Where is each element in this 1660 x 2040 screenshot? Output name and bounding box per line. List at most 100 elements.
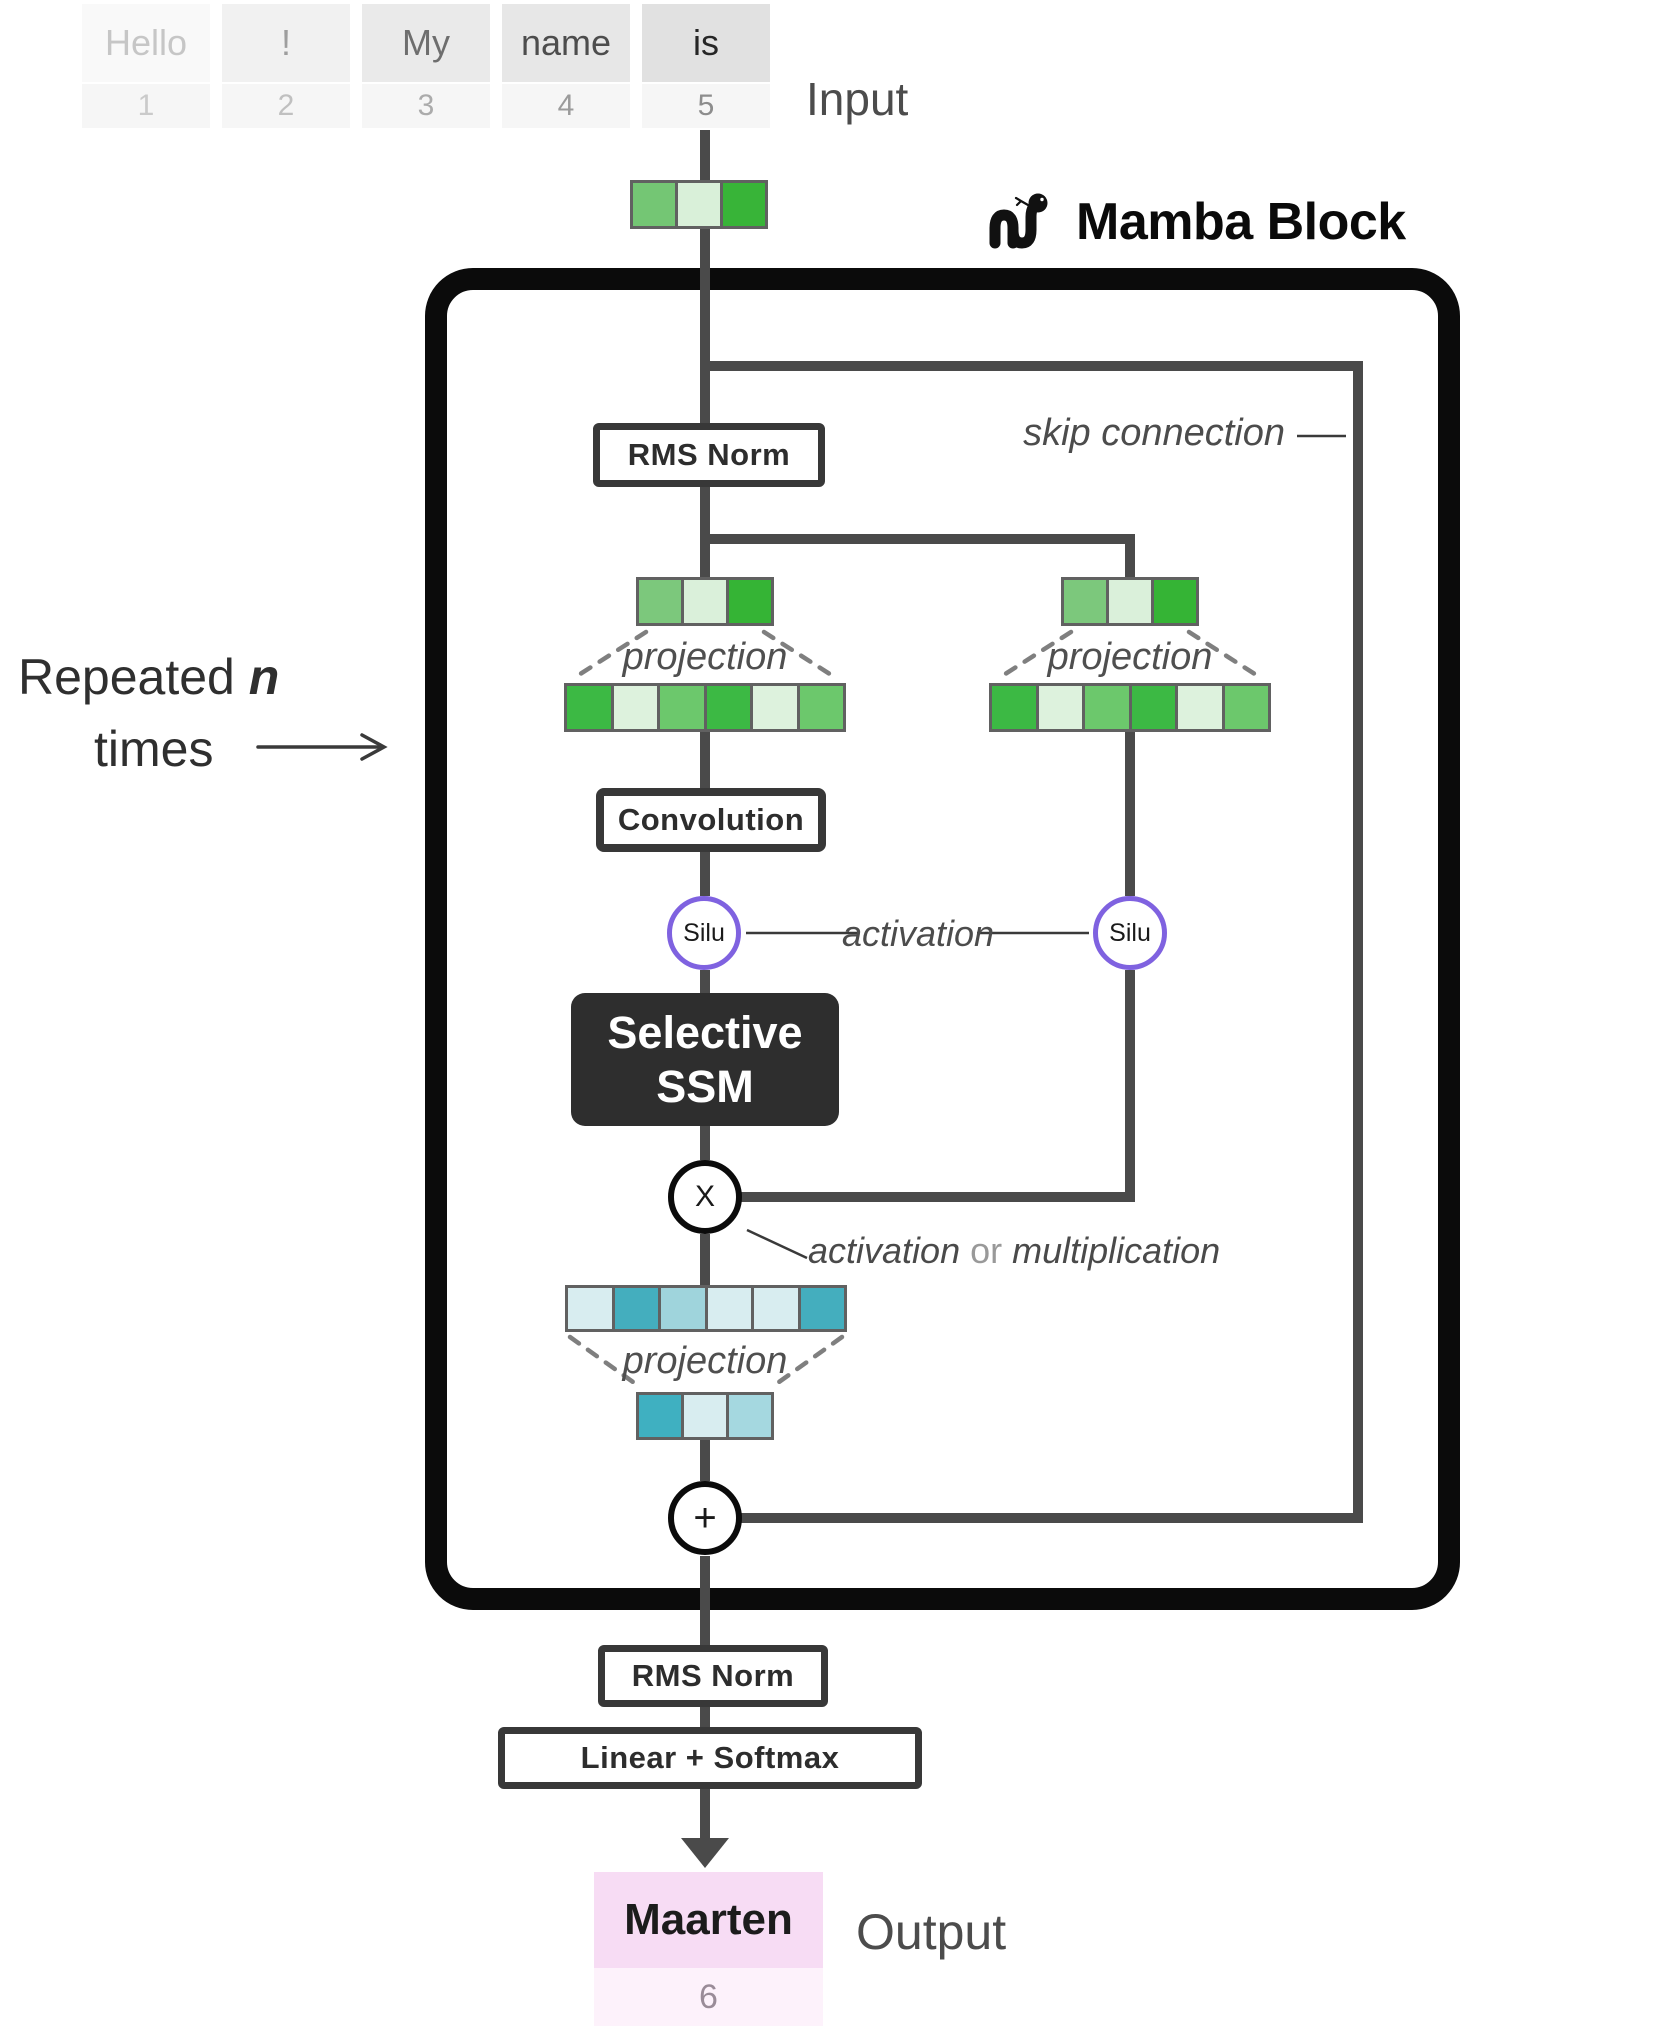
vector-cell bbox=[704, 1288, 751, 1329]
selective-ssm-line1: Selective bbox=[607, 1006, 803, 1058]
repeated-n-line1: Repeated n bbox=[18, 648, 279, 706]
vector-cell bbox=[750, 686, 797, 729]
token-word: Hello bbox=[82, 4, 210, 82]
vector-cell bbox=[675, 183, 720, 226]
vector-cell bbox=[797, 1288, 844, 1329]
token-index: 2 bbox=[222, 84, 350, 128]
token-cell-4: name 4 bbox=[502, 4, 630, 128]
vector-cell bbox=[681, 1395, 726, 1437]
token-cell-1: Hello 1 bbox=[82, 4, 210, 128]
right-projected-vector bbox=[989, 683, 1271, 732]
connector-token-to-embedding bbox=[700, 130, 710, 180]
connector-right-vector-to-silu bbox=[1125, 732, 1135, 896]
connector-linear-to-output bbox=[700, 1789, 710, 1845]
output-token-word: Maarten bbox=[594, 1872, 823, 1968]
convolution-box: Convolution bbox=[596, 788, 826, 852]
projection-label-down: projection bbox=[622, 1340, 788, 1382]
connector-rmsnorm2-to-linear bbox=[700, 1707, 710, 1727]
input-label: Input bbox=[806, 73, 909, 125]
mamba-snake-icon bbox=[988, 188, 1062, 255]
vector-cell bbox=[1221, 686, 1268, 729]
vector-cell bbox=[639, 1395, 681, 1437]
vector-cell bbox=[726, 1395, 771, 1437]
vector-cell bbox=[1082, 686, 1129, 729]
silu-right-node: Silu bbox=[1093, 896, 1167, 970]
connector-silu-to-ssm bbox=[700, 970, 710, 993]
connector-vector-to-convolution bbox=[700, 732, 710, 788]
down-projected-vector bbox=[636, 1392, 774, 1440]
connector-add-to-rmsnorm2 bbox=[700, 1556, 710, 1645]
callout-activation-text: activation bbox=[808, 1230, 961, 1271]
connector-skip-top bbox=[700, 361, 1363, 371]
vector-cell bbox=[992, 686, 1036, 729]
vector-cell bbox=[1175, 686, 1222, 729]
connector-rmsnorm-to-split bbox=[700, 485, 710, 577]
output-token-index: 6 bbox=[594, 1968, 823, 2026]
token-index: 1 bbox=[82, 84, 210, 128]
output-label: Output bbox=[856, 1904, 1007, 1960]
vector-cell bbox=[1128, 686, 1175, 729]
selective-ssm-line2: SSM bbox=[656, 1060, 754, 1112]
left-projected-vector bbox=[564, 683, 846, 732]
token-word: name bbox=[502, 4, 630, 82]
connector-right-silu-down bbox=[1125, 970, 1135, 1202]
token-cell-5: is 5 bbox=[642, 4, 770, 128]
connector-split-to-right-branch bbox=[1125, 534, 1135, 578]
activation-label: activation bbox=[841, 913, 995, 954]
token-index: 3 bbox=[362, 84, 490, 128]
vector-cell bbox=[1064, 580, 1106, 623]
connector-ssm-to-multiply bbox=[700, 1126, 710, 1160]
repeated-arrow-head bbox=[360, 733, 388, 761]
projection-label-left: projection bbox=[622, 636, 788, 678]
selective-ssm-box: Selective SSM bbox=[571, 993, 839, 1126]
mamba-block-header: Mamba Block bbox=[988, 188, 1406, 255]
projection-label-right: projection bbox=[1047, 636, 1213, 678]
rms-norm-2-box: RMS Norm bbox=[598, 1645, 828, 1707]
repeated-n-line2: times bbox=[94, 721, 214, 777]
vector-cell bbox=[1035, 686, 1082, 729]
mamba-block-box bbox=[425, 268, 1460, 1610]
connector-right-branch-to-multiply bbox=[738, 1192, 1135, 1202]
callout-multiplication-text: multiplication bbox=[1012, 1230, 1221, 1271]
vector-cell bbox=[568, 1288, 612, 1329]
callout-or-text: or bbox=[960, 1230, 1013, 1271]
token-cell-2: ! 2 bbox=[222, 4, 350, 128]
add-node: + bbox=[668, 1481, 742, 1555]
output-token: Maarten 6 bbox=[594, 1872, 823, 2026]
vector-cell bbox=[639, 580, 681, 623]
connector-convolution-to-silu bbox=[700, 850, 710, 896]
repeated-prefix: Repeated bbox=[18, 649, 249, 705]
vector-cell bbox=[633, 183, 675, 226]
connector-embedding-to-rmsnorm bbox=[700, 229, 710, 425]
connector-split-horizontal bbox=[700, 534, 1135, 544]
embedding-vector bbox=[630, 180, 768, 229]
vector-cell bbox=[611, 1288, 658, 1329]
repeated-n: n bbox=[248, 649, 280, 705]
token-index: 4 bbox=[502, 84, 630, 128]
token-cell-3: My 3 bbox=[362, 4, 490, 128]
rms-norm-1-box: RMS Norm bbox=[593, 423, 825, 487]
token-word: is bbox=[642, 4, 770, 82]
token-word: ! bbox=[222, 4, 350, 82]
vector-cell bbox=[658, 1288, 705, 1329]
right-branch-input-vector bbox=[1061, 577, 1199, 626]
skip-connection-label: skip connection bbox=[1023, 412, 1285, 454]
silu-left-node: Silu bbox=[667, 896, 741, 970]
vector-cell bbox=[1106, 580, 1151, 623]
vector-cell bbox=[720, 183, 765, 226]
linear-softmax-box: Linear + Softmax bbox=[498, 1727, 922, 1789]
vector-cell bbox=[610, 686, 657, 729]
connector-skip-bottom bbox=[738, 1513, 1363, 1523]
connector-multiply-to-vector bbox=[700, 1234, 710, 1285]
connector-vector-to-add bbox=[700, 1440, 710, 1481]
multiply-node: X bbox=[668, 1160, 742, 1234]
vector-cell bbox=[681, 580, 726, 623]
vector-cell bbox=[703, 686, 750, 729]
vector-cell bbox=[726, 580, 771, 623]
connector-skip-right bbox=[1353, 361, 1363, 1523]
left-branch-input-vector bbox=[636, 577, 774, 626]
vector-cell bbox=[657, 686, 704, 729]
gate-output-vector bbox=[565, 1285, 847, 1332]
mamba-block-title: Mamba Block bbox=[1076, 192, 1406, 251]
token-word: My bbox=[362, 4, 490, 82]
